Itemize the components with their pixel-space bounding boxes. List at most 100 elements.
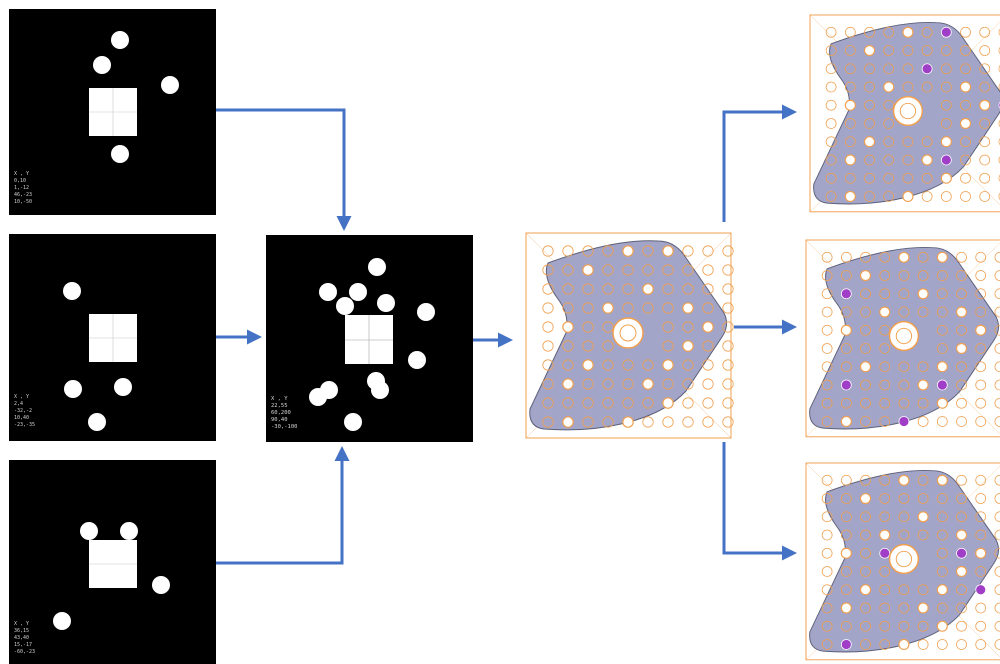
empty-hole (940, 63, 952, 75)
empty-hole (917, 306, 929, 318)
empty-hole (975, 361, 987, 373)
filled-hole (879, 529, 891, 541)
coord-label: 60,200 (271, 410, 291, 416)
empty-hole (840, 270, 852, 281)
empty-hole (879, 324, 891, 336)
empty-hole (979, 81, 991, 93)
plate-result-panel-3 (805, 462, 1000, 661)
coord-labels: X , Y 22,55 60,200 90,40 -30,-100 (271, 396, 298, 430)
empty-hole (864, 26, 875, 38)
empty-hole (642, 245, 654, 257)
empty-hole (879, 343, 891, 354)
empty-hole (602, 416, 614, 428)
empty-hole (542, 340, 554, 352)
coord-label: -23,-35 (14, 422, 35, 428)
empty-hole (998, 28, 1000, 36)
empty-hole (722, 359, 734, 371)
empty-hole (860, 547, 871, 559)
empty-hole (864, 81, 875, 93)
blob (93, 56, 111, 74)
coord-label: 43,40 (14, 635, 29, 641)
empty-hole (562, 340, 574, 352)
empty-hole (825, 154, 837, 166)
empty-hole (844, 172, 856, 184)
empty-hole (821, 566, 833, 577)
empty-hole (702, 359, 714, 371)
empty-hole (936, 306, 948, 318)
empty-hole (898, 270, 910, 281)
empty-hole (662, 416, 674, 428)
filled-hole (562, 416, 574, 428)
empty-hole (562, 283, 574, 295)
empty-hole (642, 302, 654, 314)
empty-hole (956, 511, 967, 523)
highlighted-hole (879, 547, 891, 559)
filled-hole (562, 321, 574, 333)
empty-hole (682, 283, 694, 295)
empty-hole (642, 359, 654, 371)
empty-hole (582, 340, 594, 352)
filled-hole (602, 302, 614, 314)
input-panel-b: X , Y 2,4 -32,-2 10,40 -23,-35 (9, 234, 216, 441)
empty-hole (879, 493, 891, 504)
coord-labels: X , Y 36,15 43,40 15,-17 -60,-23 (14, 621, 35, 655)
empty-hole (864, 154, 875, 166)
empty-hole (898, 584, 910, 596)
empty-hole (662, 378, 674, 390)
empty-hole (602, 397, 614, 409)
empty-hole (622, 283, 634, 295)
empty-hole (956, 361, 967, 373)
empty-hole (940, 118, 952, 129)
filled-hole (642, 378, 654, 390)
empty-hole (956, 379, 967, 391)
empty-hole (722, 302, 734, 314)
filled-hole (955, 306, 968, 318)
filled-hole (936, 620, 948, 632)
empty-hole (821, 620, 833, 632)
empty-hole (722, 416, 734, 428)
plate-layout-panel (525, 232, 734, 439)
empty-hole (542, 378, 554, 390)
filled-hole (955, 529, 968, 541)
empty-hole (960, 63, 971, 75)
empty-hole (722, 397, 734, 409)
empty-hole (917, 620, 929, 632)
blob (371, 381, 389, 399)
empty-hole (936, 566, 948, 577)
empty-hole (975, 639, 987, 650)
filled-hole (917, 379, 929, 391)
empty-hole (936, 602, 948, 614)
empty-hole (975, 343, 987, 354)
blob (88, 413, 106, 431)
empty-hole (825, 81, 837, 93)
highlighted-hole (840, 379, 852, 391)
highlighted-hole (840, 288, 852, 300)
center-hole-inner (895, 550, 913, 568)
coord-label: -30,-100 (271, 424, 298, 430)
highlighted-hole (956, 547, 967, 559)
empty-hole (936, 416, 948, 427)
empty-hole (898, 529, 910, 541)
empty-hole (821, 529, 833, 541)
empty-hole (998, 46, 1000, 55)
empty-hole (602, 264, 614, 276)
empty-hole (860, 474, 871, 486)
highlighted-hole (840, 639, 852, 650)
empty-hole (898, 288, 910, 300)
empty-hole (821, 251, 833, 263)
empty-hole (936, 493, 948, 504)
empty-hole (936, 529, 948, 541)
empty-hole (562, 245, 574, 257)
filled-hole (936, 474, 948, 486)
filled-hole (840, 324, 852, 336)
filled-hole (898, 474, 910, 486)
filled-hole (898, 638, 910, 651)
blob (309, 388, 327, 406)
blob (319, 283, 337, 301)
empty-hole (975, 416, 987, 427)
empty-hole (860, 397, 871, 409)
empty-hole (860, 288, 871, 300)
empty-hole (542, 245, 554, 257)
empty-hole (975, 566, 987, 577)
empty-hole (722, 321, 734, 333)
